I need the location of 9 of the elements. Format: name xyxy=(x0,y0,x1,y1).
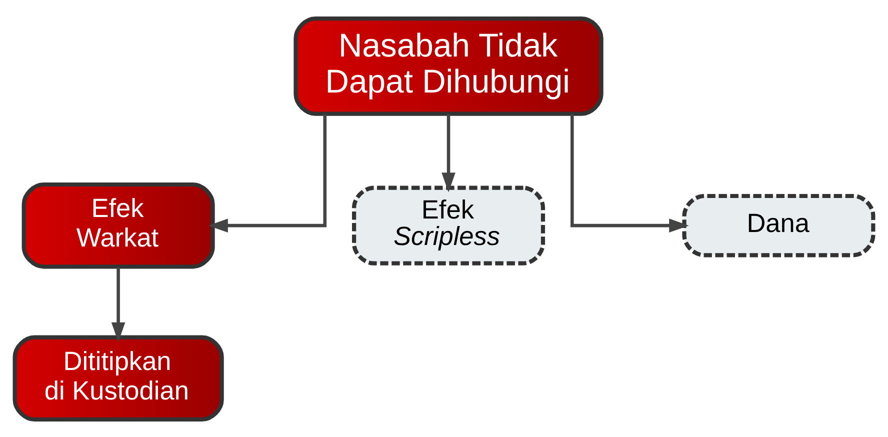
arrow xyxy=(111,266,126,342)
arrow xyxy=(442,114,456,192)
arrow xyxy=(570,114,689,232)
arrow xyxy=(208,114,327,232)
node-box: Dana xyxy=(682,193,876,257)
node-box: Dititipkan di Kustodian xyxy=(12,334,224,421)
node-box: Nasabah Tidak Dapat Dihubungi xyxy=(294,16,604,116)
node-box: Efek Scripless xyxy=(352,185,546,265)
node-box: Efek Warkat xyxy=(22,182,215,268)
